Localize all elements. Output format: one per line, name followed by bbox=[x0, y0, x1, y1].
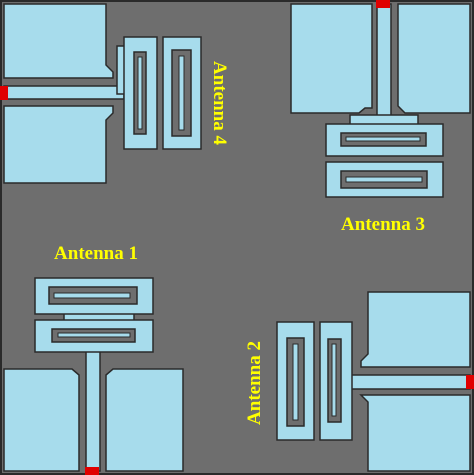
antenna-2-ground-top bbox=[360, 291, 471, 368]
antenna-3-strip-a bbox=[345, 136, 421, 142]
antenna-1-feedline bbox=[85, 347, 101, 472]
antenna-2-structure bbox=[276, 291, 471, 472]
antenna-1-label: Antenna 1 bbox=[54, 243, 138, 264]
antenna-4-label: Antenna 4 bbox=[209, 61, 230, 145]
antenna-3-feedline bbox=[376, 3, 392, 127]
antenna-1-feed-port bbox=[85, 467, 99, 475]
antenna-1-strip-b bbox=[57, 332, 131, 338]
antenna-3-label: Antenna 3 bbox=[341, 214, 425, 235]
antenna-3-feed-port bbox=[376, 0, 390, 8]
antenna-2-label: Antenna 2 bbox=[244, 341, 265, 425]
antenna-2-ground-bottom bbox=[359, 394, 471, 472]
antenna-4-feedline bbox=[3, 85, 125, 100]
antenna-4-structure bbox=[3, 3, 202, 184]
antenna-3-structure bbox=[290, 3, 471, 198]
antenna-4-ground-top bbox=[3, 3, 114, 79]
antenna-3-strip-b bbox=[345, 176, 423, 183]
antenna-1-ground-left bbox=[3, 368, 80, 472]
antenna-1-strip-a bbox=[53, 292, 131, 299]
antenna-1-ground-right bbox=[105, 368, 184, 472]
antenna-4-strip-a bbox=[137, 56, 143, 130]
antenna-1-structure bbox=[3, 277, 184, 472]
antenna-4-ground-bottom bbox=[3, 105, 114, 184]
antenna-2-feed-port bbox=[466, 375, 474, 389]
antenna-2-strip-b bbox=[331, 343, 337, 417]
antenna-2-feedline bbox=[347, 374, 471, 390]
antenna-4-strip-b bbox=[178, 55, 185, 131]
antenna-4-feed-port bbox=[0, 86, 8, 100]
antenna-2-strip-a bbox=[292, 343, 299, 421]
antenna-3-ground-right bbox=[397, 3, 471, 114]
antenna-3-ground-left bbox=[290, 3, 373, 114]
